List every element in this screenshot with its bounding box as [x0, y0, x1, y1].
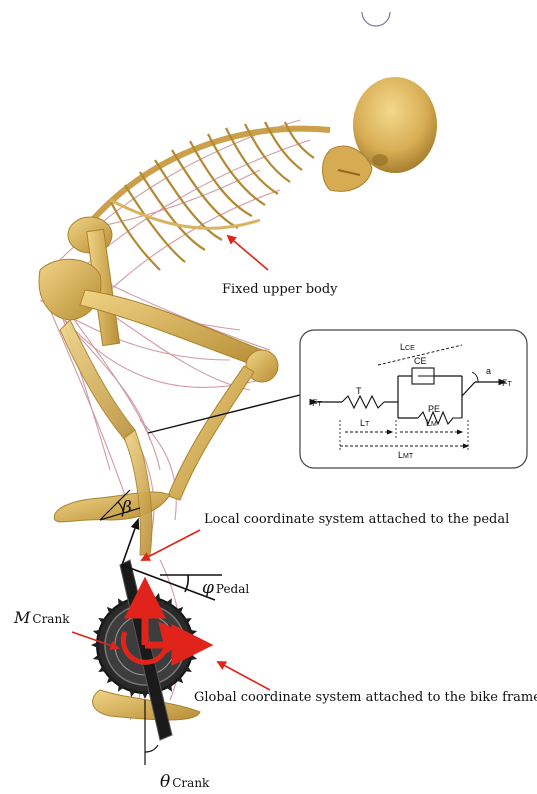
- local-coordinate-label: Local coordinate system attached to the …: [204, 512, 509, 527]
- beta-symbol: β: [122, 498, 132, 518]
- ribcage: [80, 122, 330, 270]
- theta-symbol: θ: [160, 772, 170, 792]
- lm-label: LM: [426, 418, 437, 428]
- partial-circle-mark: [362, 12, 390, 26]
- moment-subscript: Crank: [32, 612, 69, 626]
- upper-body-label: Fixed upper body: [222, 282, 338, 297]
- gear-tooth: [91, 641, 99, 648]
- t-label: T: [356, 386, 362, 396]
- ft-right-sub: T: [508, 381, 512, 388]
- global-coordinate-label: Global coordinate system attached to the…: [194, 690, 537, 705]
- lt-label: LT: [360, 418, 369, 428]
- lce-sub: CE: [405, 345, 415, 352]
- lt-sub: T: [365, 421, 369, 428]
- gear-tooth: [141, 691, 148, 699]
- foot: [54, 492, 170, 522]
- lce-label: LCE: [400, 342, 415, 352]
- moment-symbol: M: [14, 608, 30, 627]
- skull: [323, 77, 438, 191]
- ft-left-label: FT: [312, 398, 322, 408]
- pe-label: PE: [428, 404, 440, 414]
- ft-right-label: FT: [502, 378, 512, 388]
- lm-sub: M: [431, 421, 437, 428]
- lmt-sub: MT: [403, 453, 413, 460]
- ft-left-sub: T: [318, 401, 322, 408]
- ce-label: CE: [414, 356, 427, 366]
- phi-symbol: φ: [202, 578, 214, 598]
- pelvis: [39, 259, 101, 320]
- phi-subscript: Pedal: [216, 582, 249, 596]
- a-label: a: [486, 366, 491, 376]
- lmt-label: LMT: [398, 450, 413, 460]
- theta-subscript: Crank: [172, 776, 209, 790]
